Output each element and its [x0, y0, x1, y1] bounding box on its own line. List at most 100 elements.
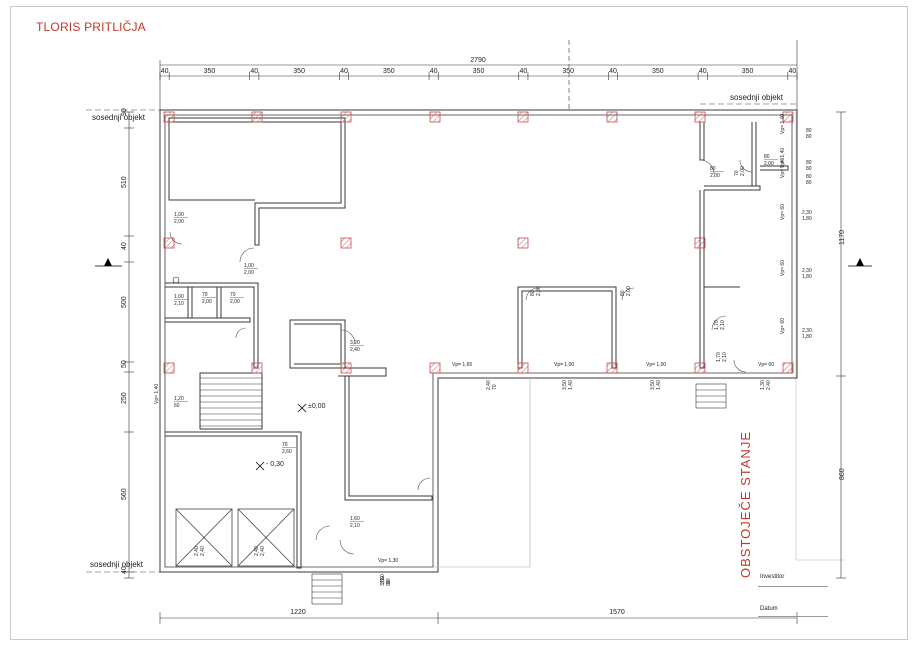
opening-size-height: 2,40	[350, 347, 360, 353]
opening-size-height: 2,10	[350, 523, 360, 529]
pillar	[517, 111, 529, 123]
pillar	[163, 111, 175, 123]
window-sill-height: Vp= 1,00	[646, 362, 666, 368]
opening-size-height: 60	[174, 403, 180, 409]
pillar	[251, 111, 263, 123]
lift-shafts	[175, 508, 295, 567]
svg-text:- 0,30: - 0,30	[266, 461, 284, 468]
drawing-frame	[10, 6, 908, 640]
window-sill-height: Vp= 1,65	[452, 362, 472, 368]
entry-steps-right	[695, 383, 727, 409]
opening-size-height: 2,00	[174, 219, 184, 225]
walls	[159, 109, 798, 573]
floor-drain	[172, 276, 180, 284]
window-size-width: 3,50	[380, 576, 386, 586]
neighbor-lines	[86, 103, 845, 573]
pillar	[694, 362, 706, 374]
svg-text:±0,00: ±0,00	[308, 403, 326, 410]
window-size-width: 2,30	[802, 210, 812, 216]
window-size-width: 80	[806, 128, 812, 134]
pillar	[163, 237, 175, 249]
window-sill-height: Vp= 60	[780, 318, 786, 334]
pillar	[429, 111, 441, 123]
window-size-width: 80	[806, 174, 812, 180]
staircase	[200, 377, 262, 427]
window-sill-height: Vp= 1,30	[378, 558, 398, 564]
pillar	[694, 111, 706, 123]
dim-top-segment: 40	[340, 68, 348, 75]
level-marker-main: ±0,00	[297, 403, 326, 413]
opening-size-height: 2,10	[722, 352, 728, 362]
neighbor-label-left-bottom: sosednji objekt	[90, 560, 144, 569]
dim-top-segment: 350	[473, 68, 485, 75]
window-sill-height: Vp= 1,00	[554, 362, 574, 368]
window-size-width: 80	[806, 160, 812, 166]
pillars	[163, 111, 794, 374]
window-size-width: 3,50	[562, 380, 568, 390]
window-sill-height: Vp= 1,40	[154, 384, 160, 404]
sheet-datum-label: Datum	[760, 606, 778, 612]
dim-bottom-left: 1220	[290, 609, 306, 616]
window-size-height: 1,80	[802, 274, 812, 280]
level-marker-lower: - 0,30	[255, 461, 284, 471]
dim-top-segment: 350	[383, 68, 395, 75]
dimension-top-ticks	[159, 72, 798, 80]
opening-size-height: 2,10	[720, 320, 726, 330]
dim-left-segment: 560	[121, 488, 128, 500]
pillar	[340, 111, 352, 123]
window-sill-height: Vp= 60	[758, 362, 774, 368]
pillar	[606, 362, 618, 374]
window-size-height: 70	[492, 384, 498, 390]
opening-size-height: 2,00	[626, 286, 632, 296]
window-sill-height: Vp= 1,00	[780, 114, 786, 134]
dimension-right	[836, 111, 846, 579]
opening-size-height: 90	[386, 578, 392, 584]
dim-left-segment: 90	[121, 108, 128, 116]
site-boundary	[433, 378, 531, 568]
window-size-height: 80	[806, 180, 812, 186]
opening-size-height: 2,00	[710, 173, 720, 179]
pillar	[340, 237, 352, 249]
pillar	[782, 362, 794, 374]
entry-steps-bottom	[311, 573, 343, 605]
dim-top-segment: 350	[652, 68, 664, 75]
drawing-title: TLORIS PRITLIČJA	[36, 20, 146, 34]
neighbor-label-left-top: sosednji objekt	[92, 113, 146, 122]
opening-size-height: 2,40	[260, 546, 266, 556]
window-sill-height: Vp= 60	[780, 204, 786, 220]
opening-labels: 1,002,001,002,001,002,10702,00702,00802,…	[174, 154, 778, 584]
dim-total-top: 2790	[470, 57, 486, 64]
window-size-height: 1,40	[568, 380, 574, 390]
window-size-height: 80	[806, 134, 812, 140]
dim-top-segment: 40	[161, 68, 169, 75]
opening-size-width: 80	[530, 290, 536, 296]
dim-left-segment: 250	[121, 392, 128, 404]
opening-size-width: 1,70	[716, 352, 722, 362]
opening-size-height: 2,00	[764, 161, 774, 167]
opening-size-width: 70	[202, 292, 208, 298]
dim-top-segment: 40	[789, 68, 797, 75]
sheet-line	[758, 586, 828, 587]
dim-left-segment: 510	[121, 176, 128, 188]
dim-left-segment: 50	[121, 360, 128, 368]
opening-size-height: 2,00	[536, 286, 542, 296]
neighbor-label-top-right: sosednji objekt	[730, 93, 784, 102]
pillar	[163, 362, 175, 374]
window-size-height: 80	[806, 166, 812, 172]
opening-size-width: 3,50	[380, 574, 386, 584]
opening-size-width: 2,40	[254, 546, 260, 556]
sheet-investitor-label: Investitor	[760, 574, 785, 580]
dim-left-segment: 500	[121, 296, 128, 308]
opening-size-height: 2,00	[244, 270, 254, 276]
dim-top-segment: 350	[293, 68, 305, 75]
dim-left-segment: 40	[121, 566, 128, 574]
window-size-width: 1,30	[760, 380, 766, 390]
pillar	[251, 362, 263, 374]
opening-size-width: 2,40	[194, 546, 200, 556]
opening-size-height: 2,40	[200, 546, 206, 556]
window-size-height: 90	[386, 580, 392, 586]
dim-top-segment: 40	[609, 68, 617, 75]
dim-left-segment: 40	[121, 242, 128, 250]
